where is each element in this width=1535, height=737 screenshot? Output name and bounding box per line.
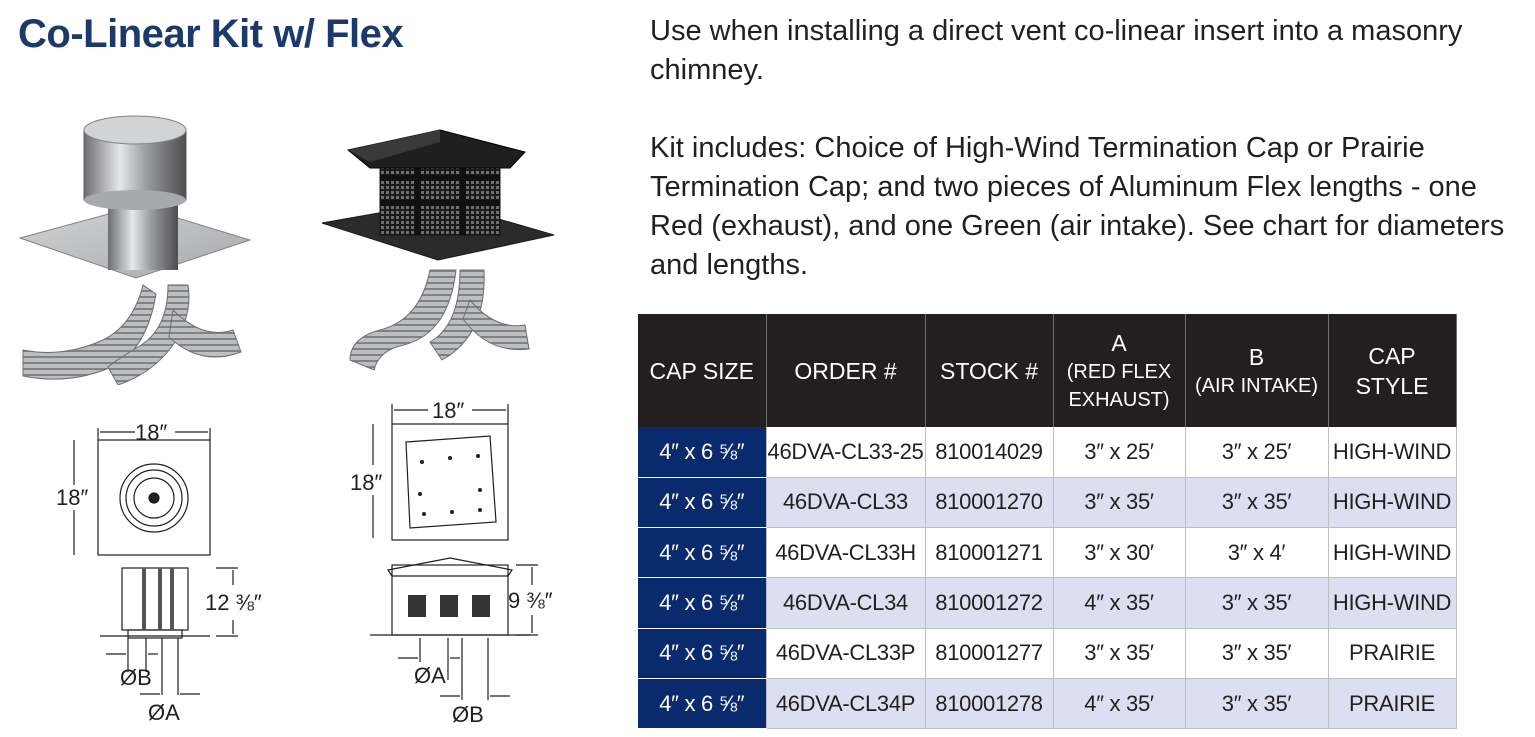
- table-row: 4″ x 6 ⅝″ 46DVA-CL33-25 810014029 3″ x 2…: [638, 427, 1457, 478]
- cell-cap-style: PRAIRIE: [1328, 628, 1457, 679]
- cell-a: 4″ x 35′: [1053, 678, 1186, 730]
- cap-height-label: 12 ⅜″: [205, 590, 262, 615]
- cell-a: 3″ x 35′: [1053, 477, 1186, 529]
- description-usage: Use when installing a direct vent co-lin…: [650, 15, 1463, 86]
- product-description: Use when installing a direct vent co-lin…: [650, 12, 1530, 285]
- width-label: 18″: [135, 420, 167, 445]
- high-wind-dimension-drawing: 18″ 18″ 12 ⅜″ ØB ØA: [56, 420, 262, 725]
- prairie-dimension-drawing: 18″ 18″ 9 ⅜″ ØA ØB: [350, 398, 553, 727]
- diameter-b-label: ØB: [452, 702, 484, 727]
- diameter-b-label: ØB: [120, 665, 152, 690]
- cell-cap-style: HIGH-WIND: [1328, 527, 1457, 579]
- cap-height-label: 9 ⅜″: [508, 588, 553, 613]
- cell-cap-size: 4″ x 6 ⅝″: [638, 577, 767, 629]
- header-b-sub: (AIR INTAKE): [1195, 374, 1318, 397]
- cell-stock: 810014029: [925, 427, 1054, 478]
- header-b: B (AIR INTAKE): [1185, 314, 1329, 427]
- cell-a: 3″ x 25′: [1053, 427, 1186, 478]
- cell-b: 3″ x 35′: [1185, 678, 1329, 730]
- cell-cap-style: HIGH-WIND: [1328, 427, 1457, 478]
- header-a-title: A: [1111, 329, 1127, 356]
- cell-a: 4″ x 35′: [1053, 577, 1186, 629]
- header-cap-size: CAP SIZE: [638, 314, 767, 427]
- description-kit-includes: Kit includes: Choice of High-Wind Termin…: [650, 132, 1505, 281]
- table-row: 4″ x 6 ⅝″ 46DVA-CL34P 810001278 4″ x 35′…: [638, 678, 1457, 730]
- high-wind-cap-photo: [18, 115, 252, 385]
- cell-b: 3″ x 4′: [1185, 527, 1329, 579]
- cell-order: 46DVA-CL33P: [766, 628, 926, 679]
- cell-b: 3″ x 35′: [1185, 628, 1329, 679]
- cell-stock: 810001270: [925, 477, 1054, 529]
- cell-cap-style: HIGH-WIND: [1328, 477, 1457, 529]
- cell-order: 46DVA-CL34P: [766, 678, 926, 730]
- table-row: 4″ x 6 ⅝″ 46DVA-CL34 810001272 4″ x 35′ …: [638, 577, 1457, 629]
- cell-cap-size: 4″ x 6 ⅝″: [638, 427, 767, 478]
- cell-b: 3″ x 35′: [1185, 477, 1329, 529]
- cell-order: 46DVA-CL33-25: [766, 427, 926, 478]
- cell-a: 3″ x 30′: [1053, 527, 1186, 579]
- cell-cap-style: HIGH-WIND: [1328, 577, 1457, 629]
- cell-order: 46DVA-CL33H: [766, 527, 926, 579]
- width-label: 18″: [432, 398, 464, 423]
- cell-a: 3″ x 35′: [1053, 628, 1186, 679]
- cell-cap-size: 4″ x 6 ⅝″: [638, 678, 767, 730]
- table-row: 4″ x 6 ⅝″ 46DVA-CL33 810001270 3″ x 35′ …: [638, 477, 1457, 529]
- diameter-a-label: ØA: [414, 663, 446, 688]
- header-a-sub: (RED FLEX EXHAUST): [1066, 360, 1172, 411]
- height-label: 18″: [350, 470, 382, 495]
- height-label: 18″: [56, 485, 88, 510]
- header-a: A (RED FLEX EXHAUST): [1053, 314, 1186, 427]
- cell-stock: 810001272: [925, 577, 1054, 629]
- header-order: ORDER #: [766, 314, 926, 427]
- header-b-title: B: [1248, 343, 1265, 370]
- cell-stock: 810001277: [925, 628, 1054, 679]
- spec-table: CAP SIZE ORDER # STOCK # A (RED FLEX EXH…: [638, 314, 1457, 730]
- cell-order: 46DVA-CL33: [766, 477, 926, 529]
- cell-b: 3″ x 35′: [1185, 577, 1329, 629]
- cell-stock: 810001278: [925, 678, 1054, 730]
- page-title: Co-Linear Kit w/ Flex: [18, 12, 404, 56]
- prairie-cap-photo: [321, 129, 555, 371]
- cell-order: 46DVA-CL34: [766, 577, 926, 629]
- cell-cap-size: 4″ x 6 ⅝″: [638, 628, 767, 679]
- table-row: 4″ x 6 ⅝″ 46DVA-CL33H 810001271 3″ x 30′…: [638, 527, 1457, 579]
- cell-cap-size: 4″ x 6 ⅝″: [638, 477, 767, 529]
- cell-cap-size: 4″ x 6 ⅝″: [638, 527, 767, 579]
- table-header-row: CAP SIZE ORDER # STOCK # A (RED FLEX EXH…: [638, 314, 1457, 427]
- cell-b: 3″ x 25′: [1185, 427, 1329, 478]
- cell-cap-style: PRAIRIE: [1328, 678, 1457, 730]
- table-row: 4″ x 6 ⅝″ 46DVA-CL33P 810001277 3″ x 35′…: [638, 628, 1457, 679]
- header-stock: STOCK #: [925, 314, 1054, 427]
- cell-stock: 810001271: [925, 527, 1054, 579]
- diameter-a-label: ØA: [148, 700, 180, 725]
- header-cap-style: CAP STYLE: [1328, 314, 1457, 427]
